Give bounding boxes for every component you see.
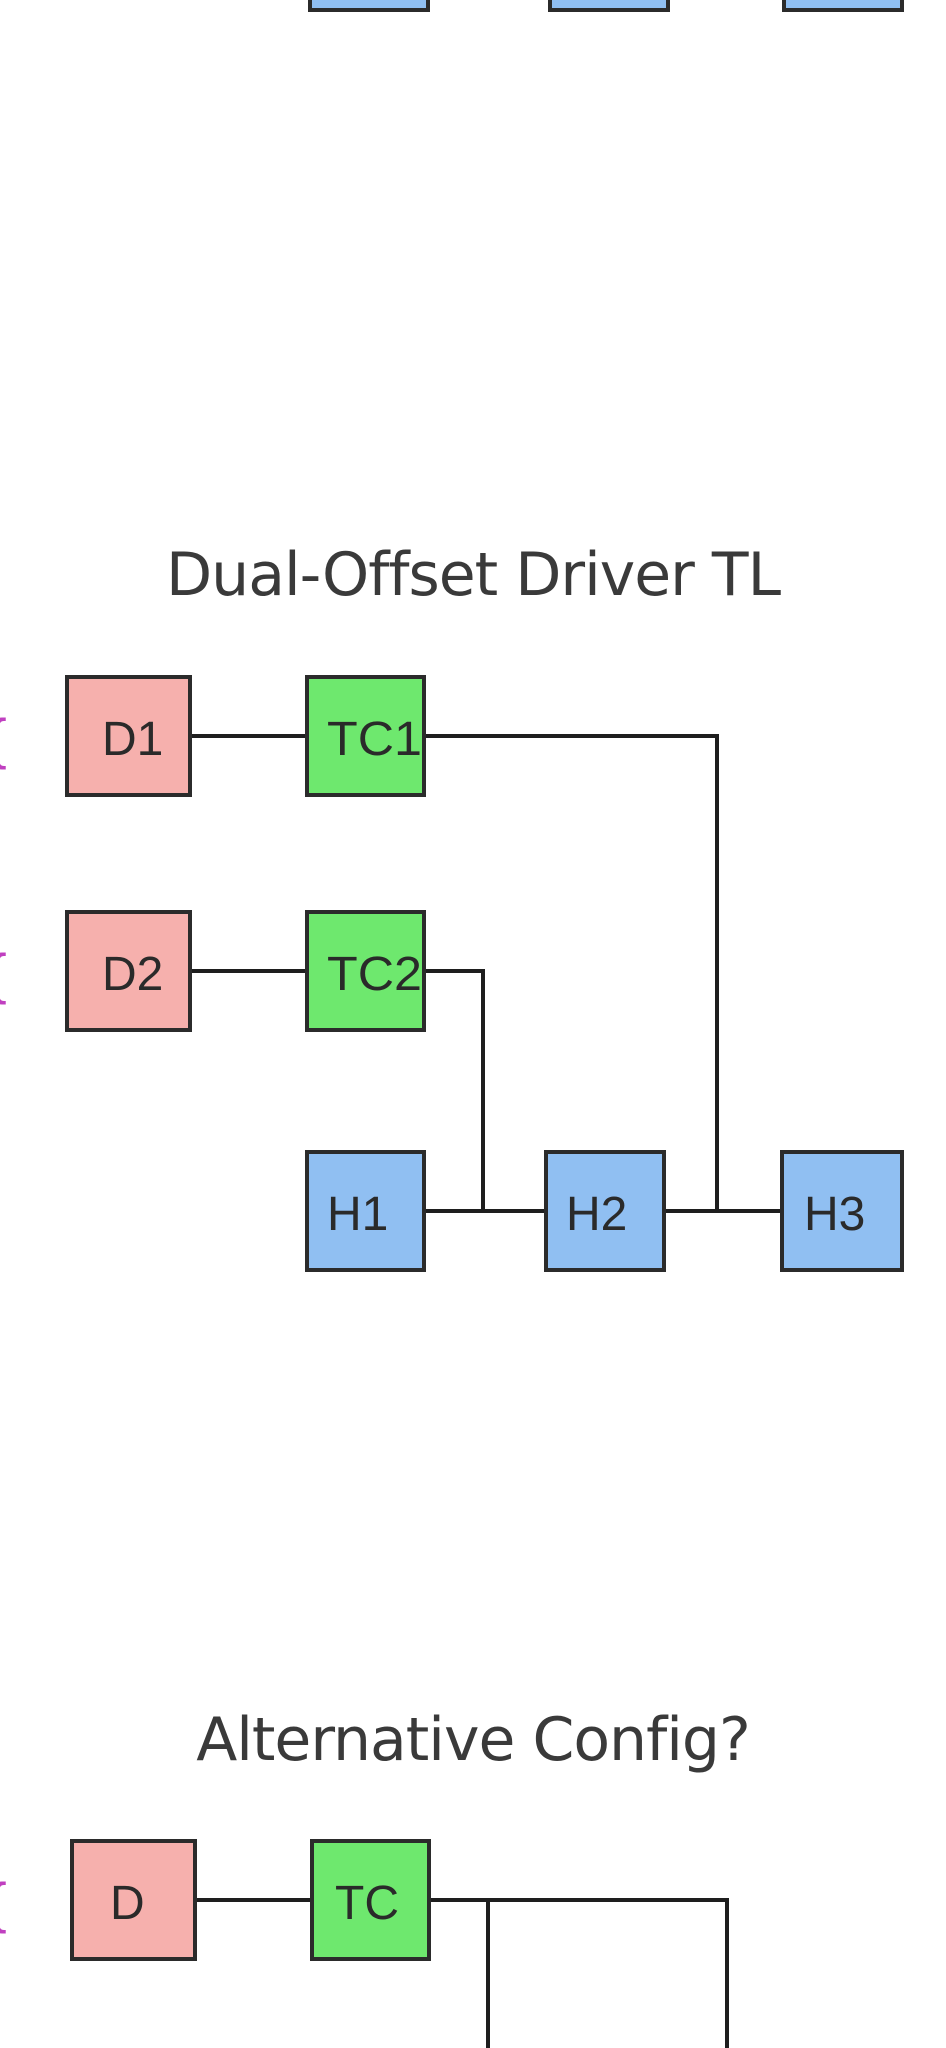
top-head-box-2 (548, 0, 670, 12)
diagram2-wires (195, 1898, 729, 2048)
box-h1-label: H1 (327, 1188, 388, 1241)
box-h3: H3 (780, 1150, 904, 1272)
box-h2-label: H2 (566, 1188, 627, 1241)
box-tc-label: TC (335, 1877, 399, 1930)
box-tc1-label: TC1 (327, 713, 422, 766)
top-head-box-3 (782, 0, 904, 12)
box-d2-label: D2 (102, 948, 163, 1001)
box-d: D (70, 1839, 197, 1961)
diagram2-title: Alternative Config? (196, 1705, 751, 1775)
top-cropped-row (308, 0, 904, 12)
box-tc1: TC1 (305, 675, 426, 797)
box-d1-label: D1 (102, 713, 163, 766)
wire-tc1-to-h2h3-bus (424, 734, 719, 1211)
wire-tc2-to-h1h2-bus (424, 969, 485, 1211)
edge-mark-3: { (0, 1871, 7, 1934)
box-d-label: D (110, 1877, 145, 1930)
box-tc: TC (310, 1839, 431, 1961)
box-h3-label: H3 (804, 1188, 865, 1241)
box-h2: H2 (544, 1150, 666, 1272)
diagram1-wires (190, 734, 782, 1213)
edge-mark-1: { (0, 707, 7, 770)
wire-tc-right (429, 1898, 729, 2048)
box-h1: H1 (305, 1150, 426, 1272)
top-head-box-1 (308, 0, 430, 12)
box-d1: D1 (65, 675, 192, 797)
box-tc2: TC2 (305, 910, 426, 1032)
edge-mark-2: { (0, 942, 7, 1005)
diagram1-title: Dual-Offset Driver TL (165, 540, 781, 610)
box-d2: D2 (65, 910, 192, 1032)
box-tc2-label: TC2 (327, 948, 422, 1001)
